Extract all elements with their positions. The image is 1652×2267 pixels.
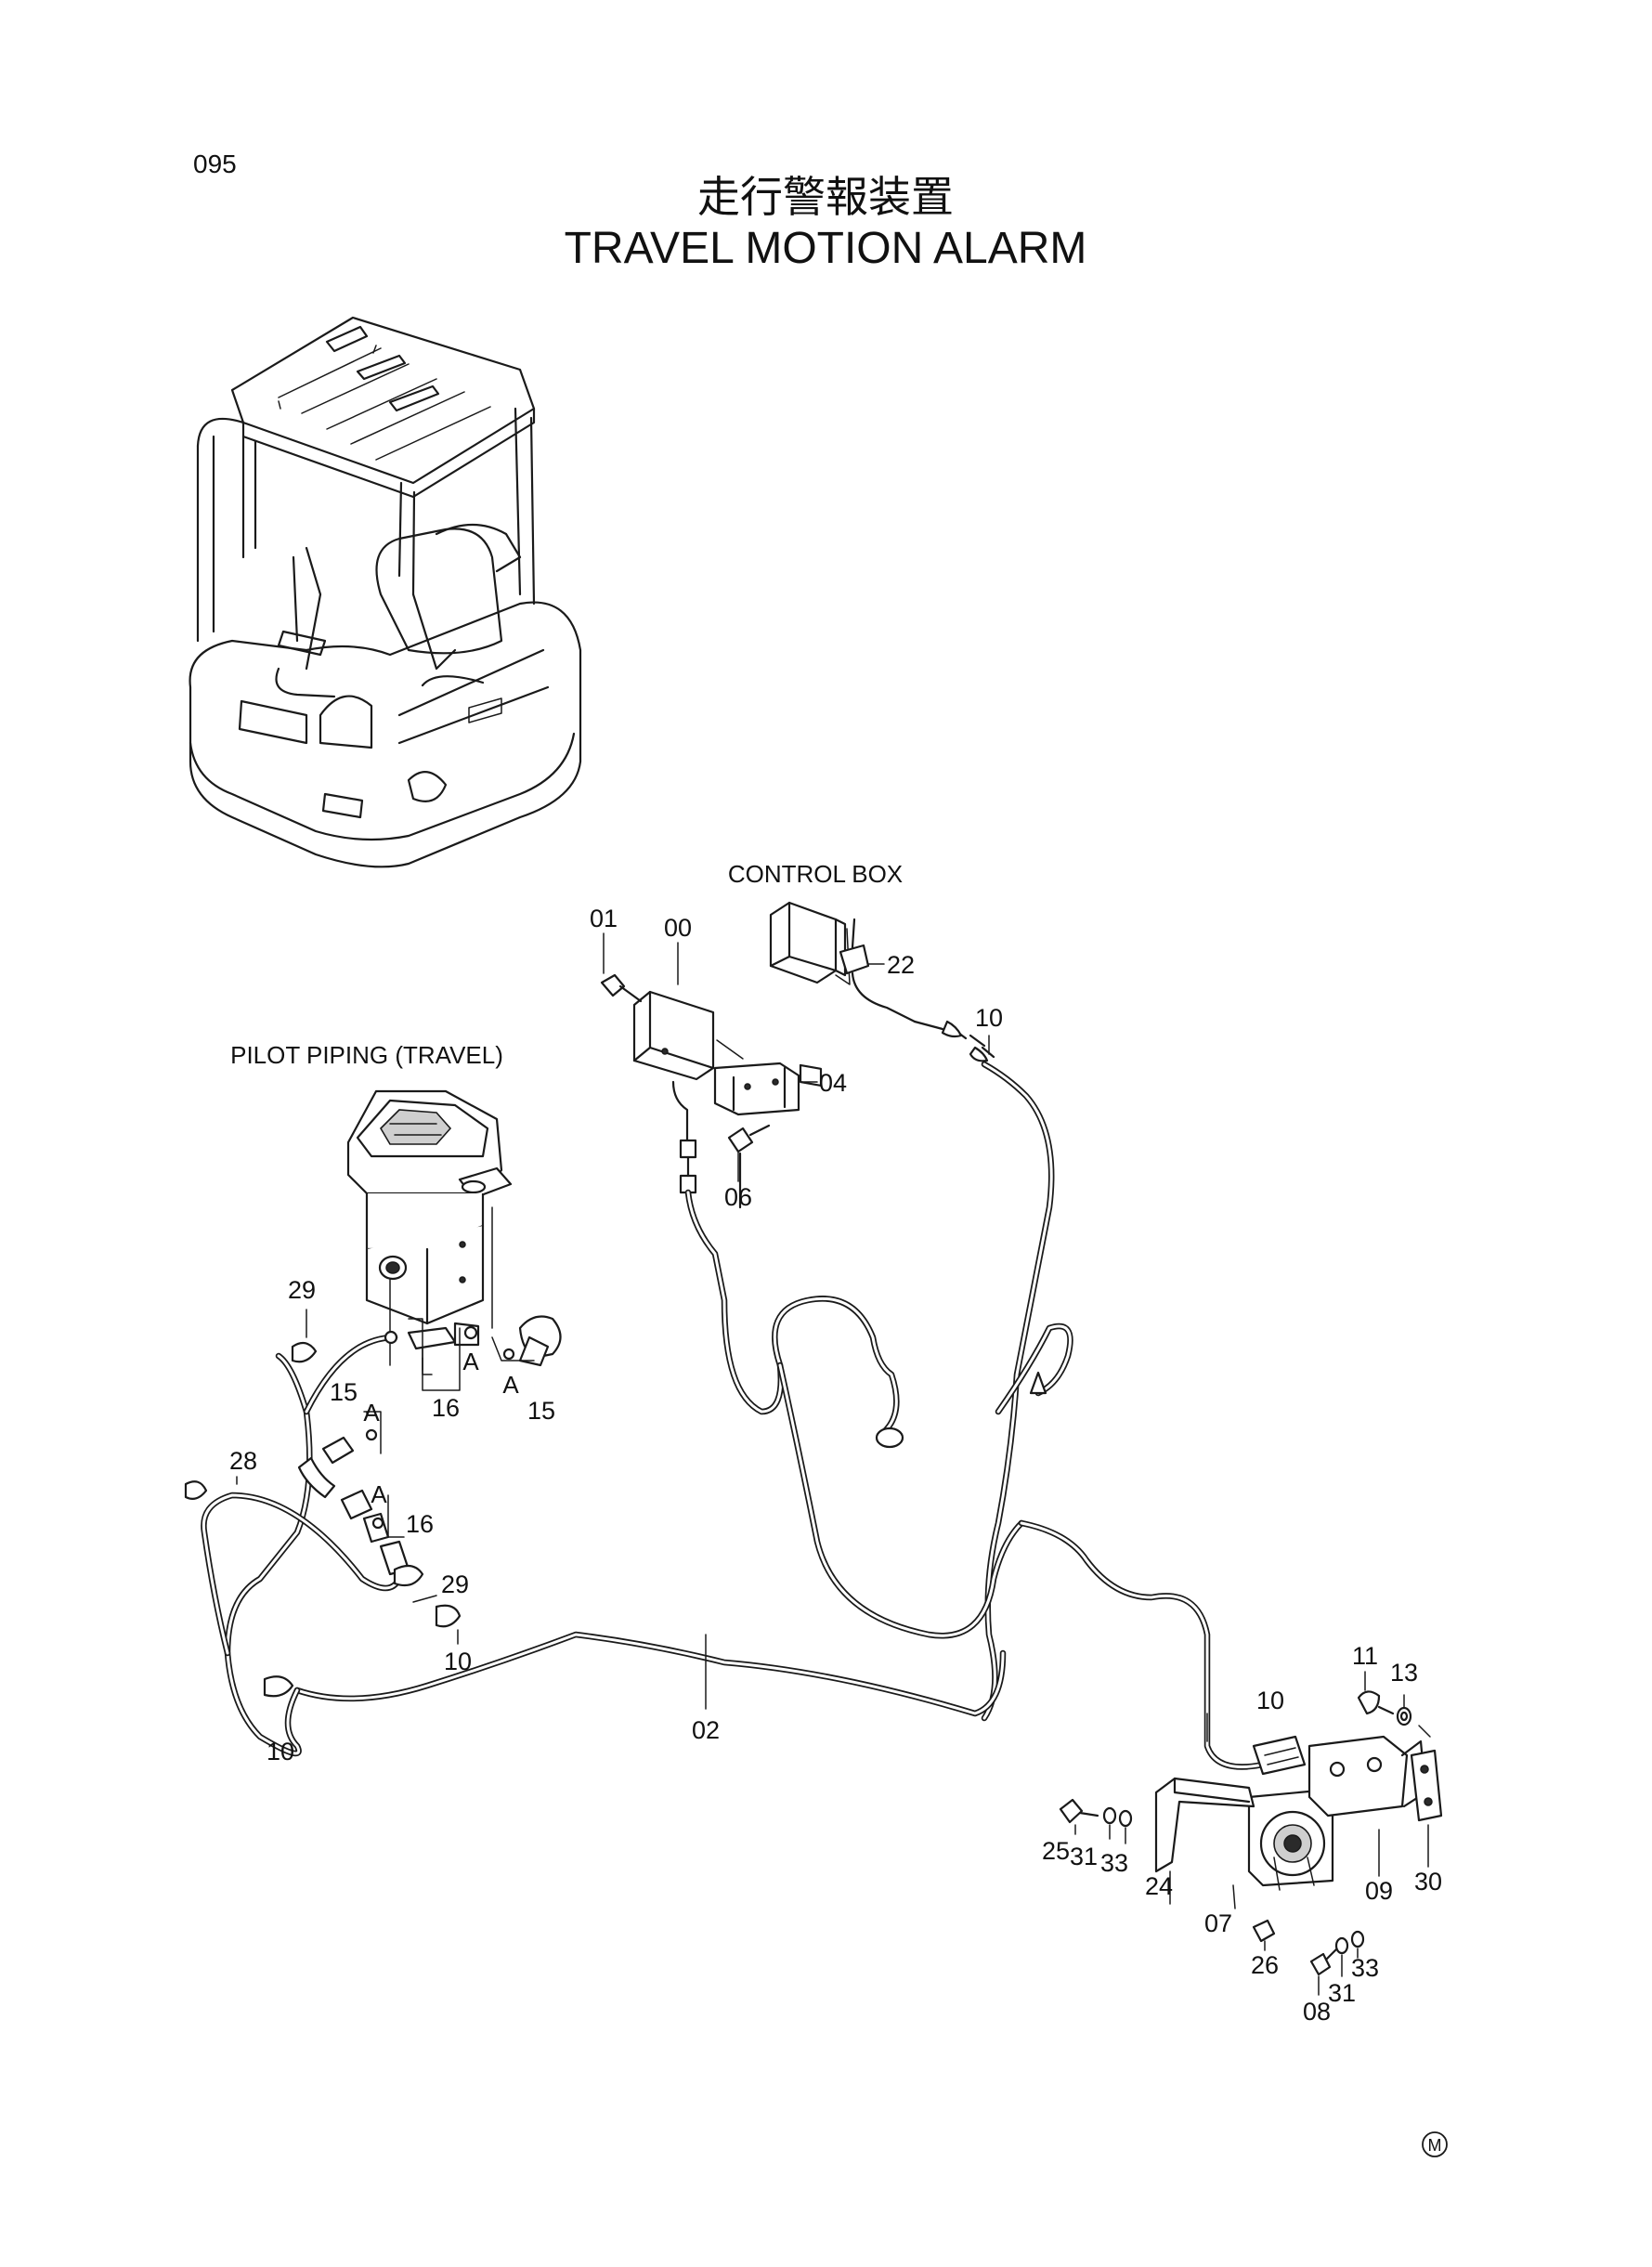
callout-31-right: 31 xyxy=(1328,1979,1356,2007)
callout-08: 08 xyxy=(1303,1998,1331,2026)
corner-mark-letter: M xyxy=(1428,2136,1442,2155)
callout-07: 07 xyxy=(1204,1909,1232,1937)
connection-marks: A A A A xyxy=(363,1348,519,1508)
callout-33-right: 33 xyxy=(1351,1954,1379,1982)
page-number: 095 xyxy=(193,150,237,178)
callout-24: 24 xyxy=(1145,1872,1173,1900)
part-callouts: 00 01 22 10 04 06 29 15 16 15 28 16 29 1… xyxy=(229,905,1442,2026)
title-japanese: 走行警報装置 xyxy=(697,173,954,221)
callout-31-left: 31 xyxy=(1070,1843,1098,1870)
wiring-harness xyxy=(201,1061,1267,1770)
mark-a-lower: A xyxy=(371,1480,387,1508)
callout-09: 09 xyxy=(1365,1877,1393,1905)
control-box-label: CONTROL BOX xyxy=(728,860,903,888)
callout-22: 22 xyxy=(887,951,915,979)
bolt-01 xyxy=(600,973,643,1003)
mark-a-upper-right: A xyxy=(502,1371,519,1399)
plate-30 xyxy=(1410,1749,1443,1822)
mark-a-upper-left: A xyxy=(462,1348,479,1375)
leader-lines xyxy=(236,932,1429,1996)
callout-25: 25 xyxy=(1042,1837,1070,1865)
callout-04: 04 xyxy=(819,1069,847,1097)
pilot-piping-label: PILOT PIPING (TRAVEL) xyxy=(230,1041,503,1069)
callout-29-lower: 29 xyxy=(441,1570,469,1598)
mark-a-left: A xyxy=(363,1399,380,1427)
callout-13: 13 xyxy=(1390,1659,1418,1687)
pilot-valve-assembly xyxy=(346,1089,513,1375)
callout-11: 11 xyxy=(1352,1642,1378,1670)
title-english: TRAVEL MOTION ALARM xyxy=(565,224,1087,273)
callout-10-control: 10 xyxy=(975,1004,1003,1032)
machine-cab-illustration xyxy=(189,316,582,868)
bracket-04 xyxy=(713,1039,800,1116)
callout-10-pipe: 10 xyxy=(444,1648,472,1675)
corner-mark: M xyxy=(1422,2131,1448,2157)
callout-26: 26 xyxy=(1251,1951,1279,1979)
callout-30: 30 xyxy=(1414,1868,1442,1896)
bracket-24 xyxy=(1154,1777,1255,1873)
callout-15-left: 15 xyxy=(330,1378,358,1406)
callout-00: 00 xyxy=(664,914,692,942)
callout-06: 06 xyxy=(724,1183,752,1211)
control-box-module xyxy=(769,901,851,1087)
callout-10-left: 10 xyxy=(267,1738,294,1765)
bolt-06 xyxy=(727,1124,771,1209)
callout-02: 02 xyxy=(692,1716,720,1744)
alarm-buzzer-07 xyxy=(1247,1789,1334,1891)
callout-16-upper: 16 xyxy=(432,1394,460,1422)
bracket-09 xyxy=(1307,1735,1427,1818)
travel-alarm-switch xyxy=(839,918,995,1062)
callout-10-alarm: 10 xyxy=(1256,1687,1284,1714)
callout-33-left: 33 xyxy=(1100,1849,1128,1877)
hose-clamps xyxy=(184,1341,462,1698)
callout-28: 28 xyxy=(229,1447,257,1475)
alarm-module xyxy=(632,990,715,1194)
callout-29-upper: 29 xyxy=(288,1276,316,1304)
pilot-fittings xyxy=(297,1315,562,1576)
callout-01: 01 xyxy=(590,905,618,932)
callout-15-right: 15 xyxy=(527,1397,555,1425)
callout-16-lower: 16 xyxy=(406,1510,434,1538)
hardware-bolts-washers xyxy=(1059,1690,1431,1976)
connector-block xyxy=(1252,1735,1307,1776)
